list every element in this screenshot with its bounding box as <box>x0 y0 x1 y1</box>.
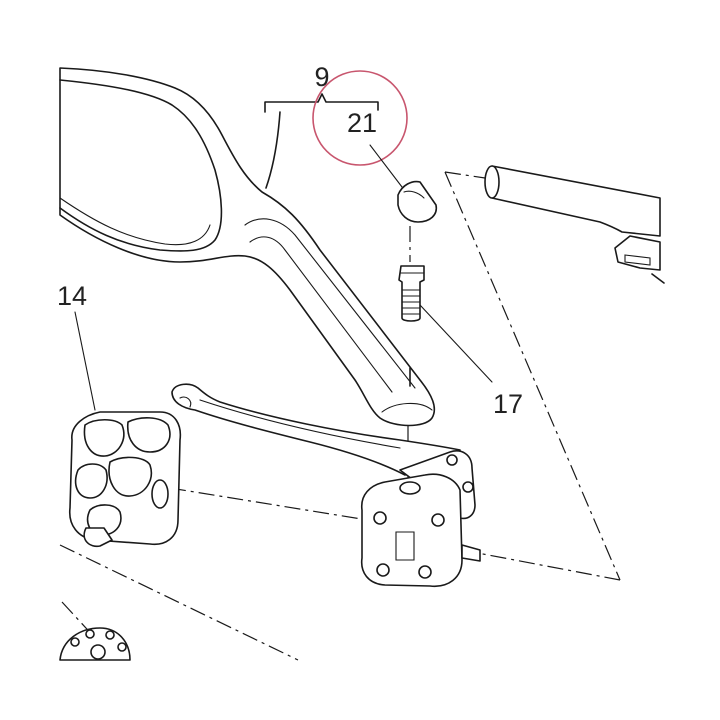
callout-label-17: 17 <box>493 389 523 419</box>
switch-panel <box>86 504 122 536</box>
mirror-glass-edge <box>59 197 211 246</box>
assembly-line-right-boundary <box>444 171 621 581</box>
callout-label-14: 14 <box>57 281 87 311</box>
screw-body <box>398 265 425 322</box>
callout-9-bracket <box>264 93 379 113</box>
callout-21-leader <box>369 144 403 188</box>
mirror-stem-back-edge <box>265 111 281 189</box>
cylinder-bolt <box>446 454 458 466</box>
mirror <box>59 67 436 427</box>
cylinder-bolt <box>431 513 445 527</box>
callout-label-21: 21 <box>347 108 377 138</box>
switch-housing <box>69 411 182 548</box>
cylinder-bolt <box>462 481 474 493</box>
lever-ridge <box>199 399 401 449</box>
bottom-part-bolt <box>70 637 80 647</box>
assembly-line-bottom-right <box>461 549 621 581</box>
switch-panel <box>83 418 125 457</box>
screw <box>398 265 425 322</box>
callout-14-leader <box>74 311 96 411</box>
grip-body <box>491 165 661 237</box>
callout-17-leader <box>419 304 493 383</box>
assembly-line-bottom-left-short <box>61 601 109 653</box>
small-bracket <box>614 235 665 284</box>
assembly-line-switch-to-cylinder <box>169 487 381 523</box>
switch-body <box>69 411 182 546</box>
end-cap-body <box>397 180 438 223</box>
switch-cable-outlet <box>151 479 169 509</box>
mirror-frame-inner <box>59 79 223 252</box>
mirror-stem-end-face <box>381 402 433 413</box>
bottom-left-part <box>59 627 131 661</box>
mirror-stem-ridge-upper <box>244 218 416 389</box>
switch-panel <box>126 417 171 453</box>
bottom-part-bolt <box>117 642 127 652</box>
end-cap-shade <box>403 190 425 199</box>
end-cap <box>397 180 438 223</box>
mirror-stem-ridge-lower <box>249 236 393 393</box>
bottom-part-center <box>90 644 106 660</box>
assembly-line-bottom-left-long <box>59 544 299 661</box>
cylinder-bolt <box>373 511 387 525</box>
small-bracket-slot <box>624 254 651 266</box>
bottom-part-bolt <box>105 630 115 640</box>
lever-tip-curl <box>179 396 192 408</box>
switch-panel <box>74 463 108 499</box>
callout-label-9: 9 <box>314 62 329 92</box>
assembly-line-top <box>444 171 486 179</box>
bottom-part-bolt <box>85 629 95 639</box>
screw-threads <box>401 289 421 315</box>
mirror-outline <box>59 67 436 427</box>
cylinder-body <box>360 473 463 587</box>
cylinder-outlet <box>461 544 481 562</box>
handlebar-grip <box>484 165 661 237</box>
master-cylinder <box>360 450 481 587</box>
small-bracket-body <box>614 235 661 271</box>
cylinder-bolt <box>376 563 390 577</box>
switch-knob <box>83 527 113 548</box>
grip-end <box>484 165 500 199</box>
cylinder-hole <box>399 481 421 495</box>
cylinder-bolt <box>418 565 432 579</box>
cylinder-clamp-opening <box>395 531 415 561</box>
switch-panel <box>108 456 152 497</box>
highlight-circle <box>312 70 408 166</box>
small-bracket-tab <box>651 273 665 284</box>
